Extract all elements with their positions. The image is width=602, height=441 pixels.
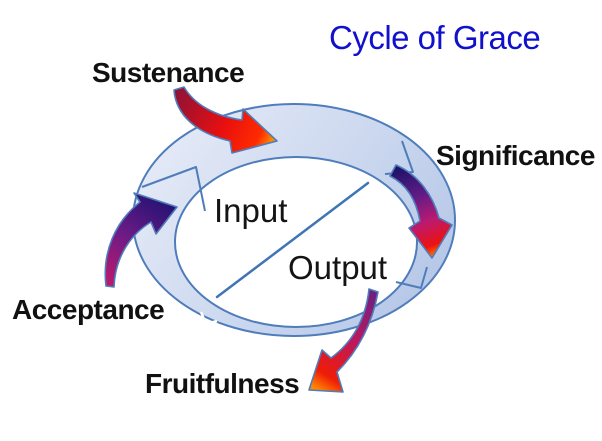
input-output-divider-line — [215, 181, 370, 299]
center-output-label: Output — [288, 249, 388, 286]
ring-notch-bottom-right — [395, 266, 428, 289]
sustenance-arrow-icon — [173, 86, 278, 154]
fruitfulness-arrow-icon — [308, 288, 379, 393]
stage-label-significance: Significance — [436, 140, 595, 171]
ring-notch-left — [141, 166, 206, 212]
acceptance-arrow-icon — [104, 192, 178, 288]
ring-notch-bottom-left — [199, 311, 218, 326]
center-input-label: Input — [214, 192, 288, 229]
cycle-ring — [132, 103, 456, 337]
stage-label-sustenance: Sustenance — [92, 57, 245, 88]
significance-arrow-icon — [389, 164, 453, 259]
stage-label-fruitfulness: Fruitfulness — [145, 368, 300, 399]
diagram-title: Cycle of Grace — [329, 19, 541, 56]
stage-label-acceptance: Acceptance — [12, 294, 165, 325]
